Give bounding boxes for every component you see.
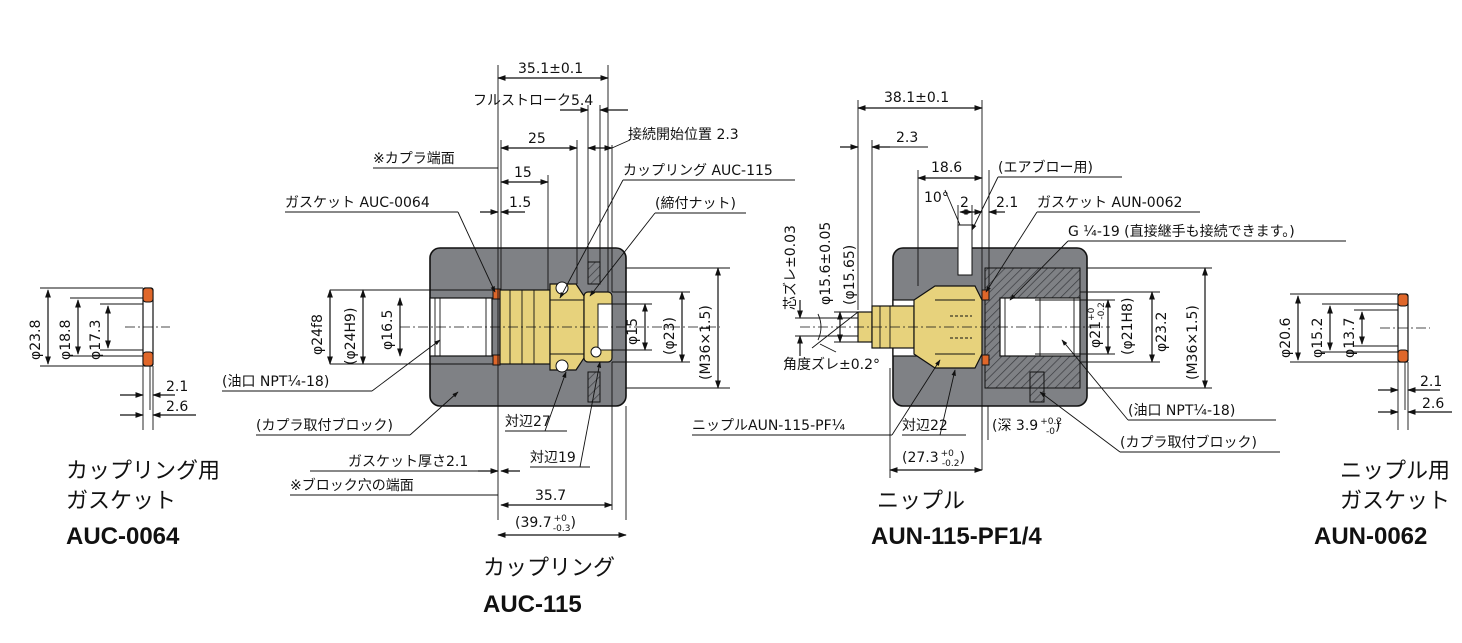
coupling-body <box>499 289 551 365</box>
dim-d23: 2.3 <box>896 130 918 146</box>
dim-m36: (M36×1.5) <box>698 305 714 380</box>
callout-coupling: カップリング AUC-115 <box>623 163 773 179</box>
nipple-gasket-title-2: ガスケット <box>1340 489 1450 514</box>
coupling-gasket-part-no: AUC-0064 <box>66 523 180 550</box>
coupling-gasket-title-2: ガスケット <box>66 489 176 514</box>
dim-d21p: φ21+0-0.2 <box>1087 302 1107 348</box>
dim-d206: φ20.6 <box>1278 318 1294 359</box>
dim-deg10: 10° <box>924 190 949 206</box>
nipple-title: ニップル <box>877 489 965 514</box>
gasket-ring-bottom <box>142 351 154 367</box>
dim-phi23: (φ23) <box>662 317 678 355</box>
coupling-gasket-title-1: カップリング用 <box>66 459 220 484</box>
nipple-gasket-view: φ20.6 φ15.2 φ13.7 2.1 2.6 ニップル用 ガスケット AU… <box>1278 293 1452 550</box>
dim-t26-nipple: 2.6 <box>1422 396 1444 412</box>
callout-block-nipple: (カプラ取付ブロック) <box>1120 434 1257 451</box>
dim-d173: φ17.3 <box>88 320 104 360</box>
nipple-gasket-part-no: AUN-0062 <box>1314 523 1427 550</box>
nipple-view: 38.1±0.1 2.3 18.6 10° 2 2.1 芯ズレ±0.03 φ15… <box>692 90 1346 550</box>
nipple-gasket-ring-bottom <box>1397 349 1409 363</box>
dim-d351: 35.1±0.1 <box>518 61 583 77</box>
dim-hex27: 対辺27 <box>505 414 551 430</box>
dim-phi15: φ15 <box>625 318 641 345</box>
callout-gasket-nipple: ガスケット AUN-0062 <box>1037 195 1182 211</box>
coupling-view: 35.1±0.1 フルストローク5.4 25 接続開始位置 2.3 15 1.5… <box>222 61 795 618</box>
dim-depth: (深 3.9+0.2-0) <box>992 417 1062 437</box>
dim-d188: φ18.8 <box>58 320 74 360</box>
gasket-ring-top <box>142 287 154 303</box>
dim-d186: 18.6 <box>931 160 962 176</box>
dim-conn-start: 接続開始位置 2.3 <box>628 126 739 143</box>
dim-angle-shift: 角度ズレ±0.2° <box>783 357 880 373</box>
callout-block: (カプラ取付ブロック) <box>256 417 393 434</box>
dim-t26: 2.6 <box>166 399 188 415</box>
nipple-gasket-seal-bottom <box>981 354 990 366</box>
dim-hex22: 対辺22 <box>902 418 948 434</box>
dim-d397: (39.7+0-0.3) <box>515 514 576 534</box>
dim-d25: 25 <box>528 131 546 147</box>
dim-d15: 15 <box>514 165 532 181</box>
dim-full-stroke: フルストローク5.4 <box>473 93 593 109</box>
dim-d21: 2.1 <box>996 195 1018 211</box>
callout-gasket-thk: ガスケット厚さ2.1 <box>348 454 468 470</box>
dim-d238: φ23.8 <box>28 320 44 360</box>
dim-m36-nipple: (M36×1.5) <box>1185 305 1201 380</box>
dim-d24f8: φ24f8 <box>310 314 326 355</box>
coupling-title: カップリング <box>483 556 615 581</box>
dim-d165: φ16.5 <box>380 310 396 350</box>
callout-air-blow: (エアブロー用) <box>998 159 1093 176</box>
dim-d24h9: (φ24H9) <box>343 308 359 365</box>
dim-d2: 2 <box>960 195 969 211</box>
dim-d1565: (φ15.65) <box>842 245 858 305</box>
dim-d156: φ15.6±0.05 <box>818 222 834 305</box>
nipple-part-no: AUN-115-PF1/4 <box>871 523 1042 550</box>
nipple-gasket-seal-top <box>981 289 990 301</box>
dim-d381: 38.1±0.1 <box>884 90 949 106</box>
coupling-part-no: AUC-115 <box>483 591 582 618</box>
callout-nipple: ニップルAUN-115-PF¼ <box>692 418 846 434</box>
dim-t21-nipple: 2.1 <box>1420 374 1442 390</box>
dim-d273: (27.3+0-0.2) <box>902 449 965 469</box>
callout-nut: (締付ナット) <box>655 195 736 212</box>
dim-core-shift: 芯ズレ±0.03 <box>783 225 799 310</box>
dim-d137: φ13.7 <box>1342 318 1358 358</box>
callout-oil-port-nipple: (油口 NPT¼-18) <box>1128 403 1235 419</box>
dim-t21: 2.1 <box>166 379 188 395</box>
callout-oil-port: (油口 NPT¼-18) <box>222 374 329 390</box>
callout-gasket: ガスケット AUC-0064 <box>285 195 430 211</box>
nipple-gasket-ring-top <box>1397 293 1409 307</box>
callout-block-face: ※ブロック穴の端面 <box>290 477 414 494</box>
dim-hex19: 対辺19 <box>530 450 576 466</box>
dim-d21h8: (φ21H8) <box>1120 298 1136 355</box>
dim-d357: 35.7 <box>535 488 566 504</box>
callout-g14: G ¼-19 (直接継手も接続できます。) <box>1068 223 1295 240</box>
callout-coupler-face: ※カプラ端面 <box>373 151 455 167</box>
coupling-gasket-view: φ23.8 φ18.8 φ17.3 2.1 2.6 カップリング用 ガスケット … <box>28 287 220 550</box>
coupling-gasket-seal-bottom <box>492 354 501 366</box>
nipple-gasket-title-1: ニップル用 <box>1340 459 1450 484</box>
dim-d232: φ23.2 <box>1154 312 1170 352</box>
dim-d15b: 1.5 <box>509 195 531 211</box>
dim-d152: φ15.2 <box>1310 318 1326 358</box>
